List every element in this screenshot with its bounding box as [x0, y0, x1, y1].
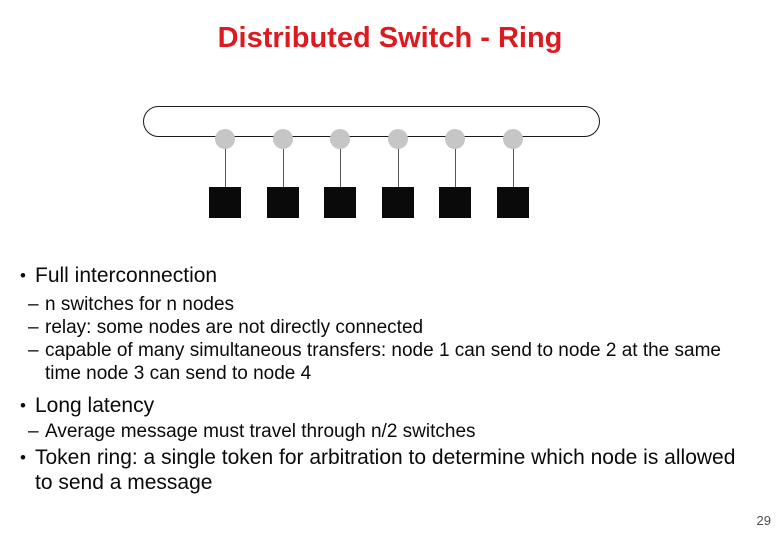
dash-marker: – — [28, 317, 39, 338]
connector-line — [282, 148, 284, 188]
ring-network-diagram — [0, 0, 780, 240]
bullet-label: Long latency — [35, 394, 155, 417]
switch-circle — [273, 129, 293, 149]
sub-bullet: – Average message must travel through n/… — [28, 420, 768, 443]
switch-circle — [330, 129, 350, 149]
node-square — [324, 187, 356, 218]
sublist-full-interconnection: – n switches for n nodes – relay: some n… — [28, 293, 768, 385]
switch-circle — [388, 129, 408, 149]
sub-bullet-label: n switches for n nodes — [45, 294, 235, 315]
connector-line — [397, 148, 399, 188]
bullet-marker: • — [20, 448, 26, 467]
node-square — [439, 187, 471, 218]
dash-marker: – — [28, 421, 39, 442]
bullet-text-block: • Full interconnection – n switches for … — [20, 263, 768, 495]
node-square — [497, 187, 529, 218]
bullet-label: Token ring: a single token for arbitrati… — [35, 446, 736, 494]
bullet-marker: • — [20, 396, 26, 415]
bullet-label: Full interconnection — [35, 264, 218, 287]
sub-bullet-label: relay: some nodes are not directly conne… — [45, 317, 424, 338]
bullet-token-ring: • Token ring: a single token for arbitra… — [20, 445, 768, 495]
bullet-full-interconnection: • Full interconnection — [20, 263, 768, 288]
sub-bullet-label: Average message must travel through n/2 … — [45, 421, 476, 442]
dash-marker: – — [28, 294, 39, 315]
node-square — [382, 187, 414, 218]
connector-line — [224, 148, 226, 188]
bullet-long-latency: • Long latency — [20, 393, 768, 418]
sub-bullet-label: capable of many simultaneous transfers: … — [45, 340, 721, 384]
slide-title: Distributed Switch - Ring — [217, 22, 563, 54]
switch-circle — [215, 129, 235, 149]
connector-line — [512, 148, 514, 188]
sub-bullet: – relay: some nodes are not directly con… — [28, 316, 768, 339]
switch-circle — [503, 129, 523, 149]
connector-line — [454, 148, 456, 188]
connector-line — [339, 148, 341, 188]
bullet-marker: • — [20, 266, 26, 285]
dash-marker: – — [28, 340, 39, 361]
sub-bullet: – capable of many simultaneous transfers… — [28, 339, 768, 385]
node-square — [209, 187, 241, 218]
sub-bullet: – n switches for n nodes — [28, 293, 768, 316]
ring-bus — [143, 106, 600, 137]
node-square — [267, 187, 299, 218]
sublist-long-latency: – Average message must travel through n/… — [28, 420, 768, 443]
switch-circle — [445, 129, 465, 149]
page-number: 29 — [756, 513, 771, 528]
